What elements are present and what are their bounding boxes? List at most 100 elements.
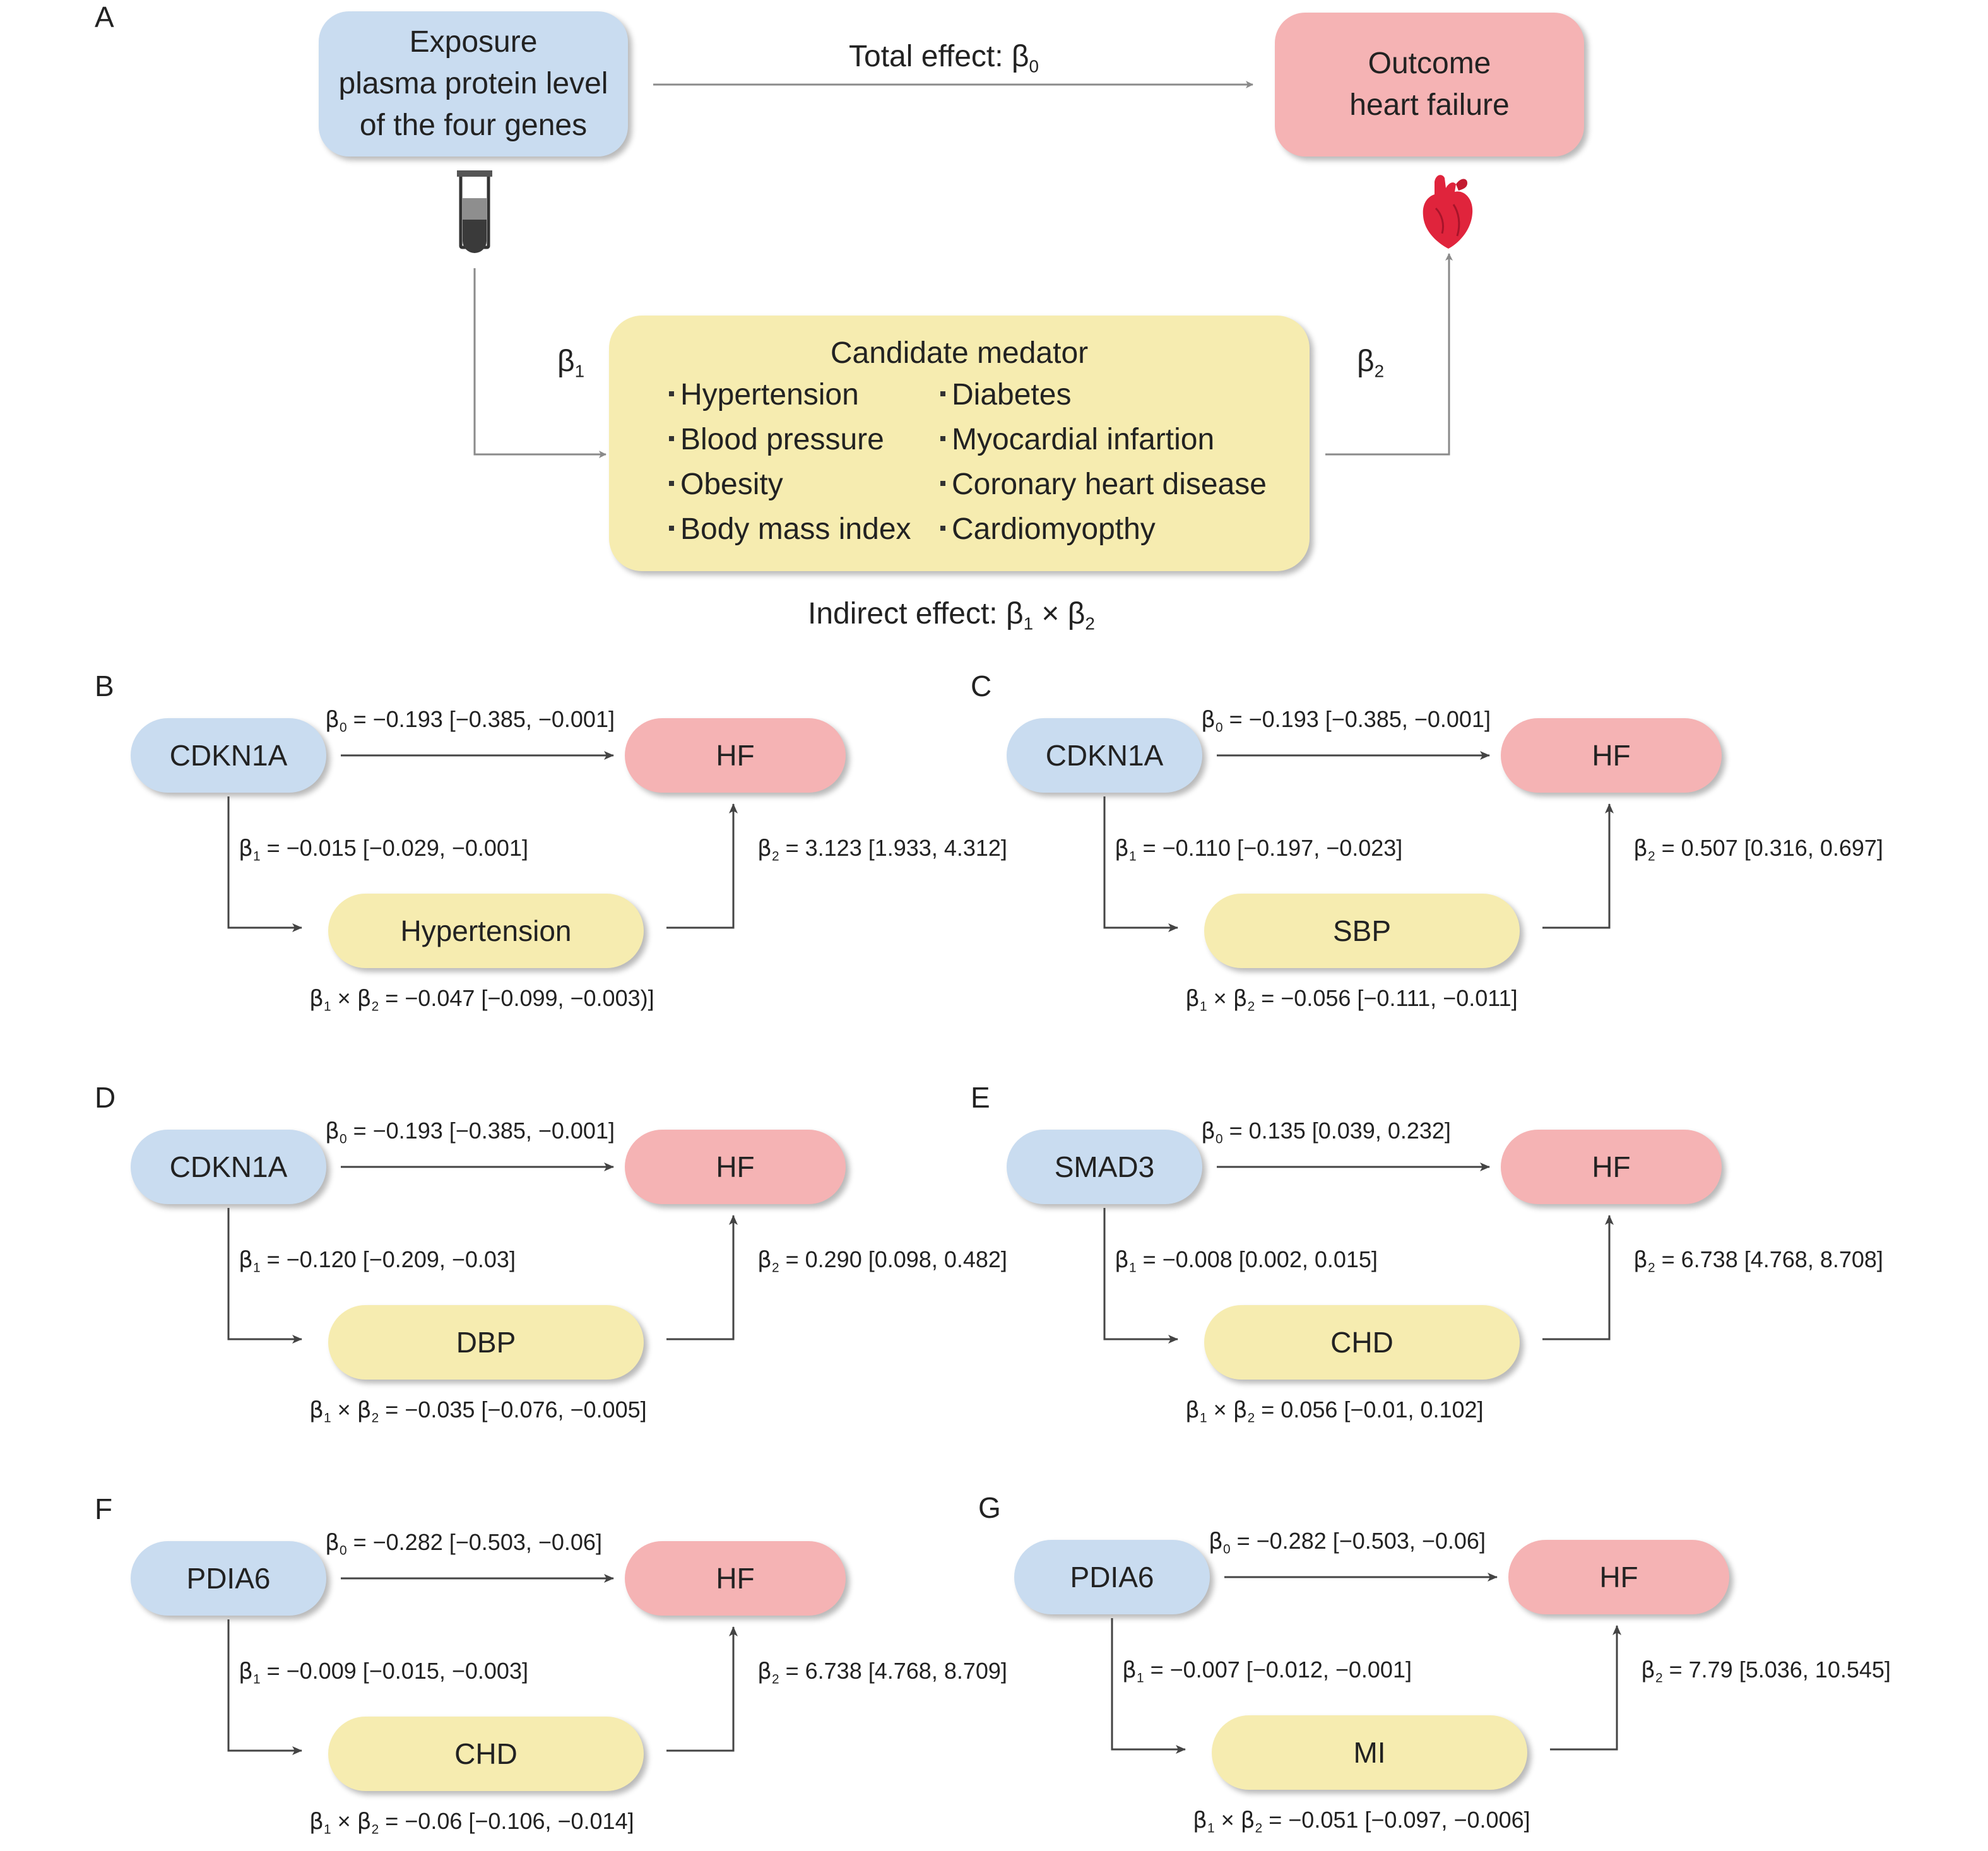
- mediator-to-outcome-arrow: [1550, 1625, 1621, 1751]
- bullet-icon: [669, 526, 674, 531]
- mediator-title: Candidate medator: [830, 336, 1089, 370]
- exposure-line-2: plasma protein level: [338, 67, 608, 100]
- exposure-to-mediator-arrow: [227, 796, 302, 932]
- outcome-pill: HF: [625, 1541, 846, 1616]
- mediator-item: Cardiomyopthy: [940, 512, 1156, 547]
- exposure-pill: PDIA6: [1014, 1540, 1210, 1614]
- mediator-to-outcome-arrow: [666, 1626, 738, 1752]
- exposure-pill: CDKN1A: [131, 718, 326, 793]
- mediator-to-outcome-arrow: [1542, 1215, 1614, 1340]
- outcome-pill: HF: [1501, 1130, 1722, 1204]
- candidate-mediator-box: Candidate medator Hypertension Blood pre…: [609, 316, 1310, 571]
- panel-label: G: [978, 1491, 1001, 1524]
- total-effect-label: Total effect: β0: [849, 40, 1039, 76]
- mediator-to-outcome-arrow: [1542, 803, 1614, 929]
- beta0-stat: β0 = 0.135 [0.039, 0.232]: [1201, 1118, 1451, 1147]
- bullet-icon: [940, 481, 945, 487]
- mediator-item: Obesity: [669, 467, 783, 502]
- exposure-pill: CDKN1A: [1007, 718, 1202, 793]
- panel-label: E: [971, 1081, 990, 1114]
- outcome-line-2: heart failure: [1349, 88, 1510, 122]
- beta2-stat: β2 = 0.290 [0.098, 0.482]: [757, 1246, 1007, 1275]
- indirect-stat: β1 × β2 = −0.06 [−0.106, −0.014]: [309, 1808, 634, 1837]
- blood-tube-icon: [457, 170, 492, 253]
- beta2-stat: β2 = 6.738 [4.768, 8.708]: [1633, 1246, 1883, 1275]
- panel-label: F: [95, 1493, 113, 1525]
- mediator-pill: CHD: [328, 1717, 644, 1791]
- panel-label: C: [971, 670, 992, 702]
- beta1-stat: β1 = −0.120 [−0.209, −0.03]: [239, 1246, 516, 1275]
- exposure-line-3: of the four genes: [359, 109, 588, 142]
- outcome-pill: HF: [1501, 718, 1722, 793]
- bullet-icon: [669, 481, 674, 487]
- bullet-icon: [940, 526, 945, 531]
- beta1-stat: β1 = −0.007 [−0.012, −0.001]: [1122, 1657, 1412, 1686]
- outcome-pill: HF: [625, 718, 846, 793]
- beta1-stat: β1 = −0.015 [−0.029, −0.001]: [239, 835, 528, 864]
- beta0-stat: β0 = −0.193 [−0.385, −0.001]: [1201, 706, 1491, 735]
- outcome-line-1: Outcome: [1368, 47, 1491, 80]
- mediator-pill: Hypertension: [328, 894, 644, 968]
- mediator-to-outcome-arrow: [666, 1215, 738, 1340]
- panel-label: B: [95, 670, 114, 702]
- mediator-item: Body mass index: [669, 512, 911, 547]
- exposure-box: Exposure plasma protein level of the fou…: [319, 11, 628, 157]
- exposure-pill: SMAD3: [1007, 1130, 1202, 1204]
- exposure-to-mediator-arrow: [1103, 796, 1178, 932]
- beta0-stat: β0 = −0.193 [−0.385, −0.001]: [325, 706, 615, 735]
- indirect-effect-label: Indirect effect: β1 × β2: [808, 597, 1095, 634]
- mediator-item: Blood pressure: [669, 422, 884, 457]
- exposure-to-mediator-arrow: [1111, 1618, 1186, 1754]
- beta2-stat: β2 = 7.79 [5.036, 10.545]: [1641, 1657, 1891, 1686]
- mediator-to-outcome-arrow: [1325, 253, 1453, 456]
- exposure-line-1: Exposure: [409, 25, 538, 59]
- beta2-stat: β2 = 3.123 [1.933, 4.312]: [757, 835, 1007, 864]
- mediator-item: Myocardial infartion: [940, 422, 1214, 457]
- exposure-pill: PDIA6: [131, 1541, 326, 1616]
- beta0-stat: β0 = −0.282 [−0.503, −0.06]: [325, 1529, 602, 1558]
- bullet-icon: [669, 391, 674, 397]
- mediator-pill: MI: [1212, 1715, 1527, 1790]
- bullet-icon: [940, 436, 945, 442]
- beta1-label: β1: [557, 345, 585, 381]
- mediator-item: Hypertension: [669, 377, 859, 412]
- exposure-to-mediator-arrow: [227, 1619, 302, 1755]
- beta0-stat: β0 = −0.193 [−0.385, −0.001]: [325, 1118, 615, 1147]
- exposure-to-mediator-arrow: [1103, 1208, 1178, 1344]
- indirect-stat: β1 × β2 = −0.035 [−0.076, −0.005]: [309, 1397, 647, 1426]
- outcome-pill: HF: [1508, 1540, 1729, 1614]
- beta2-stat: β2 = 0.507 [0.316, 0.697]: [1633, 835, 1883, 864]
- beta1-stat: β1 = −0.110 [−0.197, −0.023]: [1115, 835, 1403, 864]
- mediator-pill: SBP: [1204, 894, 1520, 968]
- indirect-stat: β1 × β2 = −0.047 [−0.099, −0.003)]: [309, 985, 654, 1014]
- outcome-pill: HF: [625, 1130, 846, 1204]
- indirect-stat: β1 × β2 = 0.056 [−0.01, 0.102]: [1185, 1397, 1484, 1426]
- panel-label-a: A: [95, 1, 114, 33]
- beta1-stat: β1 = −0.008 [0.002, 0.015]: [1115, 1246, 1378, 1275]
- outcome-box: Outcome heart failure: [1275, 13, 1584, 157]
- beta1-stat: β1 = −0.009 [−0.015, −0.003]: [239, 1658, 528, 1687]
- mediator-item: Coronary heart disease: [940, 467, 1267, 502]
- bullet-icon: [669, 436, 674, 442]
- indirect-stat: β1 × β2 = −0.051 [−0.097, −0.006]: [1193, 1807, 1530, 1836]
- beta2-label: β2: [1357, 345, 1385, 381]
- mediator-pill: DBP: [328, 1305, 644, 1380]
- heart-icon: [1423, 175, 1473, 249]
- indirect-stat: β1 × β2 = −0.056 [−0.111, −0.011]: [1185, 985, 1518, 1014]
- panel-label: D: [95, 1081, 116, 1114]
- exposure-to-mediator-arrow: [473, 268, 606, 458]
- beta2-stat: β2 = 6.738 [4.768, 8.709]: [757, 1658, 1007, 1687]
- bullet-icon: [940, 391, 945, 397]
- exposure-pill: CDKN1A: [131, 1130, 326, 1204]
- mediator-item: Diabetes: [940, 377, 1071, 412]
- mediator-to-outcome-arrow: [666, 803, 738, 929]
- mediator-pill: CHD: [1204, 1305, 1520, 1380]
- beta0-stat: β0 = −0.282 [−0.503, −0.06]: [1209, 1528, 1486, 1557]
